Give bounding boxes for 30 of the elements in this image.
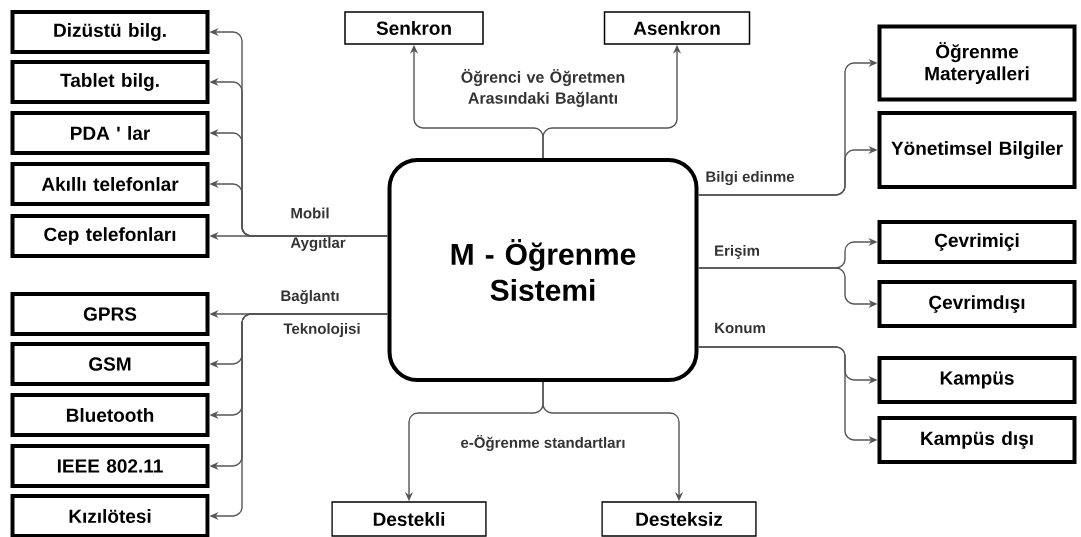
category-box: Bluetooth bbox=[10, 393, 210, 437]
branch-label: e-Öğrenme standartları bbox=[461, 435, 625, 451]
category-box: Akıllı telefonlar bbox=[10, 162, 210, 206]
category-box: GPRS bbox=[10, 292, 210, 336]
branch-label: Konum bbox=[715, 322, 765, 334]
branch-label: Aygıtlar bbox=[290, 236, 346, 251]
category-box: Kampüs dışı bbox=[877, 416, 1077, 464]
category-box: Cep telefonları bbox=[10, 214, 210, 258]
category-box: Tablet bilg. bbox=[10, 60, 210, 104]
category-box: Kızılötesi bbox=[10, 494, 210, 537]
category-box: Yönetimsel Bilgiler bbox=[877, 111, 1077, 189]
category-box: Kampüs bbox=[877, 356, 1077, 404]
branch-label: Erişim bbox=[715, 245, 759, 259]
category-box: Çevrimiçi bbox=[877, 220, 1077, 264]
branch-label: Öğrenci ve Öğretmen Arasındaki Bağlantı bbox=[461, 68, 625, 107]
category-box: IEEE 802.11 bbox=[10, 444, 210, 488]
central-box: M - Öğrenme Sistemi bbox=[387, 158, 699, 382]
category-box: Destekli bbox=[331, 501, 487, 537]
category-box: Senkron bbox=[344, 11, 484, 45]
branch-label: Bağlantı bbox=[281, 289, 339, 305]
category-box: GSM bbox=[10, 342, 210, 386]
category-box: Çevrimdışı bbox=[877, 280, 1077, 328]
category-box: Öğrenme Materyalleri bbox=[877, 24, 1077, 102]
category-box: Dizüstü bilg. bbox=[10, 10, 210, 54]
category-box: PDA ' lar bbox=[10, 111, 210, 155]
category-box: Desteksiz bbox=[601, 501, 757, 537]
branch-label: Teknolojisi bbox=[283, 323, 360, 337]
branch-label: Mobil bbox=[291, 207, 329, 219]
category-box: Asenkron bbox=[603, 11, 751, 45]
branch-label: Bilgi edinme bbox=[706, 170, 795, 185]
